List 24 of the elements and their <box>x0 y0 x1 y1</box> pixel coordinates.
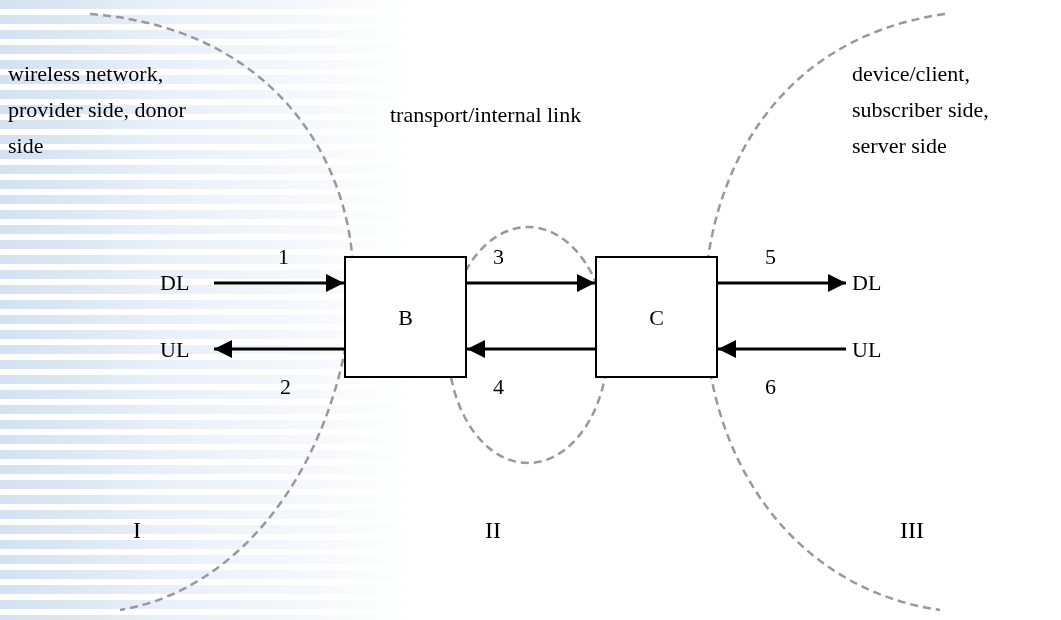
signal-label: DL <box>160 268 208 298</box>
process-box: B <box>344 256 467 378</box>
region-numeral: II <box>485 516 501 545</box>
signal-label: UL <box>160 335 208 365</box>
edge-label: 5 <box>765 246 776 268</box>
signal-label: UL <box>852 335 900 365</box>
region-numeral: III <box>900 516 924 545</box>
edge-label: 1 <box>278 246 289 268</box>
edge-label: 6 <box>765 376 776 398</box>
edge-label: 4 <box>493 376 504 398</box>
arrow <box>718 274 846 292</box>
signal-label: DL <box>852 268 900 298</box>
edge-label: 3 <box>493 246 504 268</box>
edge-label: 2 <box>280 376 291 398</box>
arrow <box>718 340 846 358</box>
region-numeral: I <box>133 516 141 545</box>
region-description: device/client, subscriber side, server side <box>852 60 990 160</box>
arrow <box>214 274 344 292</box>
region-description: wireless network, provider side, donor side <box>8 60 187 160</box>
arrow <box>214 340 344 358</box>
arrow <box>467 340 595 358</box>
process-box: C <box>595 256 718 378</box>
arrow <box>467 274 595 292</box>
region-description: transport/internal link <box>390 101 582 129</box>
